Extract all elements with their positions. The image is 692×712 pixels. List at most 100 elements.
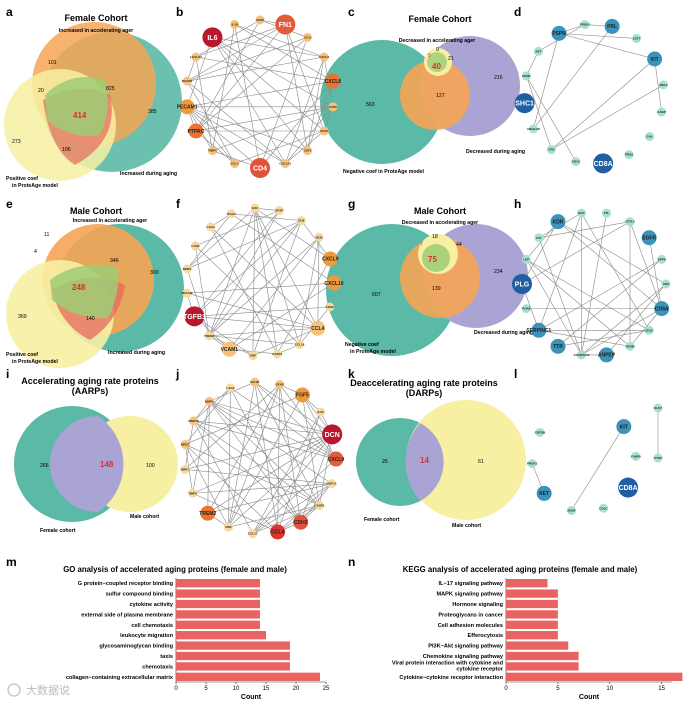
count-center: 75 bbox=[428, 255, 437, 264]
count: 385 bbox=[148, 109, 157, 115]
network-node-ret: RET bbox=[533, 46, 543, 56]
bar-chart-go: GO analysis of accelerated aging protein… bbox=[63, 565, 330, 701]
count: 11 bbox=[44, 232, 49, 238]
network-edge bbox=[558, 33, 637, 39]
set-label-right: Male cohort bbox=[130, 514, 159, 520]
node-label: FTL bbox=[604, 211, 610, 215]
node-label: EGFR bbox=[642, 235, 656, 241]
network-node-msl2: MSL2 bbox=[658, 80, 668, 90]
node-circle bbox=[303, 146, 313, 156]
bar bbox=[506, 579, 548, 588]
node-label: PSPN bbox=[552, 31, 566, 37]
network-node-cst7: CST7 bbox=[632, 33, 642, 43]
node-circle bbox=[521, 254, 531, 264]
node-circle bbox=[248, 529, 258, 539]
node-circle bbox=[618, 477, 639, 498]
network-b: FN1GCACXCL9CXCL8CCR5CD70CSF1COL1A1CD4CCL… bbox=[177, 14, 341, 178]
node-circle bbox=[188, 123, 204, 139]
network-edge bbox=[186, 213, 232, 270]
venn-overlap-green bbox=[427, 52, 447, 72]
node-label: ARHGAP bbox=[527, 127, 540, 131]
network-node-trem2: TREM2 bbox=[204, 331, 215, 341]
node-circle bbox=[536, 485, 552, 501]
x-tick-label: 0 bbox=[174, 686, 178, 692]
bar bbox=[506, 662, 579, 671]
network-edge bbox=[234, 24, 325, 58]
network-edge bbox=[212, 37, 325, 132]
node-label: FN1 bbox=[279, 22, 292, 29]
network-node-ccl17: CCL17 bbox=[248, 529, 258, 539]
network-edge bbox=[654, 58, 662, 113]
network-edge bbox=[192, 434, 333, 494]
node-label: LAG3 bbox=[226, 386, 234, 390]
node-label: MMP12 bbox=[188, 419, 199, 423]
node-circle bbox=[295, 340, 305, 350]
node-circle bbox=[207, 146, 217, 156]
node-label: FGF5 bbox=[296, 393, 309, 399]
network-edge bbox=[193, 420, 320, 506]
x-tick-label: 25 bbox=[323, 686, 330, 692]
node-label: VWF bbox=[250, 354, 257, 358]
network-node-cxcl10: CXCL10 bbox=[324, 275, 344, 291]
network-edge bbox=[521, 221, 631, 285]
network-node-nrp1: NRP1 bbox=[180, 464, 190, 474]
network-edge bbox=[557, 221, 662, 309]
network-node-cdh2: CDH2 bbox=[293, 514, 309, 530]
node-label: SHC1 bbox=[515, 101, 534, 108]
node-circle bbox=[316, 407, 326, 417]
network-edge bbox=[207, 434, 333, 514]
network-node-casp3: CASP3 bbox=[272, 349, 283, 359]
network-edge bbox=[581, 308, 662, 356]
network-h: EGFRDPP6CR2CD8ACD1CAPOMANPEPADAMTS13TTRS… bbox=[512, 208, 671, 363]
count: 234 bbox=[494, 269, 503, 275]
node-circle bbox=[328, 451, 344, 467]
network-edge bbox=[208, 208, 256, 336]
network-node-cdh2: CDH2 bbox=[325, 302, 335, 312]
node-circle bbox=[319, 52, 329, 62]
bar bbox=[176, 631, 266, 640]
network-node-anpep: ANPEP bbox=[598, 347, 616, 363]
node-label: TTR bbox=[553, 344, 563, 350]
network-edge bbox=[254, 381, 337, 460]
bar bbox=[506, 599, 558, 609]
node-label: CCR5 bbox=[329, 105, 337, 109]
panel-letter-i: i bbox=[6, 367, 9, 381]
network-node-cd70: CD70 bbox=[319, 126, 329, 136]
count-center: 148 bbox=[100, 460, 114, 469]
node-circle bbox=[657, 107, 667, 117]
network-edge bbox=[186, 106, 286, 164]
venn-overlap-green bbox=[422, 244, 450, 272]
node-circle bbox=[602, 208, 612, 218]
network-edge bbox=[254, 208, 278, 355]
node-label: TREM2 bbox=[204, 334, 214, 338]
network-node-mmp1: MMP1 bbox=[182, 264, 192, 274]
node-label: KDR bbox=[553, 219, 564, 225]
bar bbox=[176, 651, 290, 661]
node-label: CD1C bbox=[645, 328, 654, 332]
bar bbox=[176, 662, 290, 671]
network-edge bbox=[184, 469, 332, 484]
network-edge bbox=[194, 316, 254, 356]
node-circle bbox=[593, 153, 614, 174]
node-circle bbox=[275, 14, 296, 35]
node-circle bbox=[221, 341, 237, 357]
node-label: TIMP2 bbox=[188, 491, 197, 495]
node-label: VCAM1 bbox=[221, 347, 239, 353]
node-label: VWF bbox=[225, 525, 232, 529]
set-label-left: Female cohort bbox=[40, 528, 76, 534]
network-edge bbox=[207, 384, 280, 514]
panel-a: a Female Cohort Increased in acceleratin… bbox=[4, 5, 182, 189]
network-edge bbox=[277, 384, 280, 532]
node-circle bbox=[632, 33, 642, 43]
set-label-top: Decreased in accelerating ager bbox=[399, 38, 475, 44]
node-label: CCL4 bbox=[271, 530, 284, 536]
node-circle bbox=[535, 427, 545, 437]
node-label: NRP1 bbox=[181, 468, 189, 472]
venn-title-a: Female Cohort bbox=[64, 13, 127, 23]
category-label: glycosaminoglycan binding bbox=[99, 644, 173, 650]
node-circle bbox=[546, 145, 556, 155]
node-circle bbox=[641, 230, 657, 246]
x-tick-label: 15 bbox=[263, 686, 270, 692]
watermark-text: 大数据说 bbox=[26, 683, 70, 697]
network-edge bbox=[317, 237, 320, 329]
